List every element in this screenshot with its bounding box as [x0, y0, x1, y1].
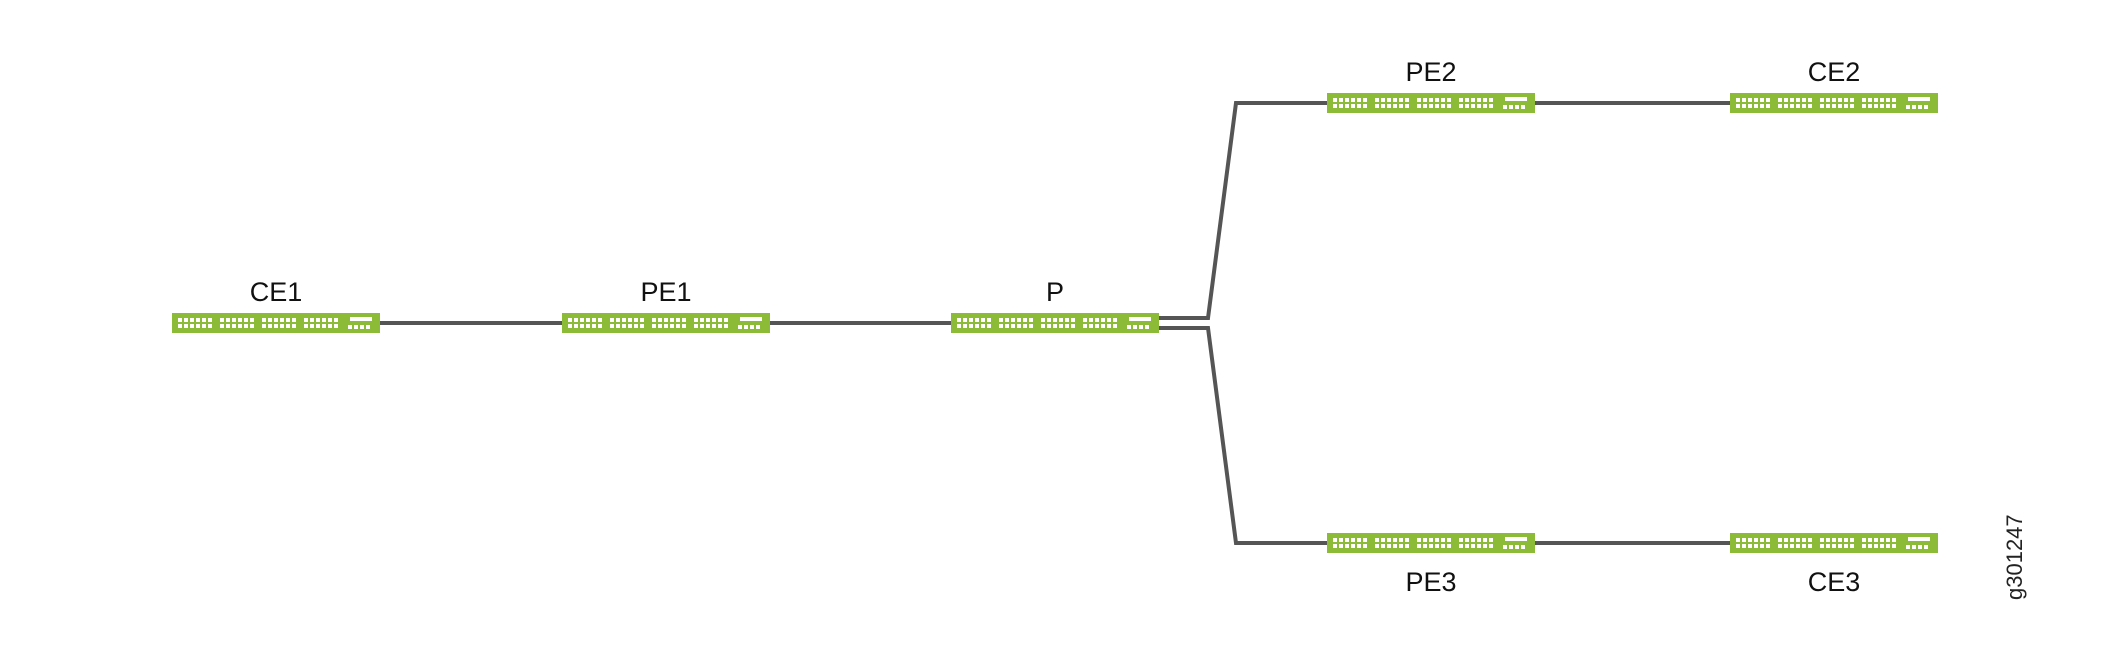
switch-icon — [951, 313, 1159, 333]
switch-icon — [1327, 533, 1535, 553]
switch-icon — [1327, 93, 1535, 113]
switch-icon — [172, 313, 380, 333]
node-label-ce1: CE1 — [250, 277, 303, 307]
link-p-pe3 — [1159, 326, 1327, 545]
links-layer — [380, 101, 1730, 545]
node-ce1: CE1 — [172, 277, 380, 333]
node-label-pe3: PE3 — [1405, 567, 1456, 597]
node-p: P — [951, 277, 1159, 333]
switch-icon — [1730, 93, 1938, 113]
switch-icon — [1730, 533, 1938, 553]
node-pe1: PE1 — [562, 277, 770, 333]
node-label-pe2: PE2 — [1405, 57, 1456, 87]
node-pe3: PE3 — [1327, 533, 1535, 597]
node-pe2: PE2 — [1327, 57, 1535, 113]
link-p-pe2 — [1159, 101, 1327, 320]
node-label-pe1: PE1 — [640, 277, 691, 307]
node-label-ce3: CE3 — [1808, 567, 1861, 597]
node-label-p: P — [1046, 277, 1064, 307]
node-ce2: CE2 — [1730, 57, 1938, 113]
node-ce3: CE3 — [1730, 533, 1938, 597]
figure-id: g301247 — [2002, 514, 2027, 600]
switch-icon — [562, 313, 770, 333]
node-label-ce2: CE2 — [1808, 57, 1861, 87]
